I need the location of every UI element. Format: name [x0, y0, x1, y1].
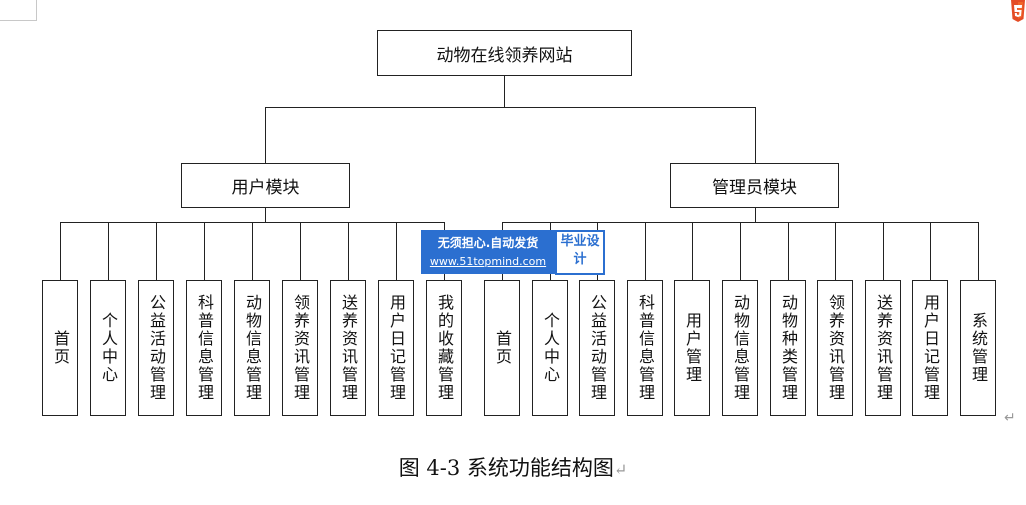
user-module-connector: [265, 107, 267, 163]
admin-drop-line: [740, 222, 742, 280]
user-drop-line: [108, 222, 110, 280]
admin-item-box: 领养资讯管理: [817, 280, 853, 416]
admin-item-box: 系统管理: [960, 280, 996, 416]
admin-item-box: 用户日记管理: [912, 280, 948, 416]
admin-drop-line: [978, 222, 980, 280]
user-item-label: 个人中心: [99, 312, 118, 384]
watermark-url: www.51topmind.com: [429, 255, 547, 268]
admin-module-connector: [755, 107, 757, 163]
user-item-label: 动物信息管理: [243, 294, 262, 402]
watermark-text-panel: 无须担心.自动发货 www.51topmind.com: [421, 230, 555, 274]
user-item-label: 公益活动管理: [147, 294, 166, 402]
user-item-label: 我的收藏管理: [435, 294, 454, 402]
admin-item-label: 科普信息管理: [636, 294, 655, 402]
admin-item-label: 领养资讯管理: [826, 294, 845, 402]
admin-item-label: 公益活动管理: [588, 294, 607, 402]
root-box: 动物在线领养网站: [377, 30, 632, 76]
user-item-box: 送养资讯管理: [330, 280, 366, 416]
user-item-box: 首页: [42, 280, 78, 416]
user-item-box: 领养资讯管理: [282, 280, 318, 416]
user-item-label: 用户日记管理: [387, 294, 406, 402]
watermark-badge: 毕业设计: [555, 230, 605, 275]
watermark-line1: 无须担心.自动发货: [437, 236, 539, 250]
admin-hub-connector: [755, 208, 757, 222]
user-item-box: 动物信息管理: [234, 280, 270, 416]
user-item-box: 科普信息管理: [186, 280, 222, 416]
user-item-label: 首页: [51, 330, 70, 366]
module-bar: [265, 107, 756, 109]
caption-text: 图 4-3 系统功能结构图: [398, 456, 614, 480]
admin-drop-line: [692, 222, 694, 280]
admin-item-label: 用户日记管理: [921, 294, 940, 402]
admin-item-label: 动物种类管理: [779, 294, 798, 402]
admin-drop-line: [883, 222, 885, 280]
user-hub-connector: [265, 208, 267, 222]
admin-item-label: 送养资讯管理: [874, 294, 893, 402]
admin-item-box: 动物种类管理: [770, 280, 806, 416]
user-item-box: 个人中心: [90, 280, 126, 416]
admin-module-box: 管理员模块: [670, 163, 839, 208]
admin-item-box: 科普信息管理: [627, 280, 663, 416]
admin-drop-line: [835, 222, 837, 280]
admin-drop-line: [930, 222, 932, 280]
figure-caption: 图 4-3 系统功能结构图↵: [0, 452, 1026, 482]
user-drop-line: [300, 222, 302, 280]
caption-return-mark: ↵: [613, 460, 628, 479]
user-item-label: 送养资讯管理: [339, 294, 358, 402]
admin-item-box: 个人中心: [532, 280, 568, 416]
user-module-label: 用户模块: [231, 178, 300, 198]
admin-item-label: 用户管理: [683, 312, 702, 384]
html5-logo-icon: [1011, 0, 1025, 22]
user-drop-line: [60, 222, 62, 280]
admin-item-label: 系统管理: [969, 312, 988, 384]
admin-item-box: 公益活动管理: [579, 280, 615, 416]
user-item-box: 用户日记管理: [378, 280, 414, 416]
user-drop-line: [252, 222, 254, 280]
watermark: 无须担心.自动发货 www.51topmind.com 毕业设计: [421, 230, 605, 275]
root-connector: [504, 76, 506, 108]
admin-item-label: 动物信息管理: [731, 294, 750, 402]
return-mark: ↵: [1004, 410, 1016, 426]
root-label: 动物在线领养网站: [436, 45, 573, 66]
user-item-label: 科普信息管理: [195, 294, 214, 402]
user-drop-line: [348, 222, 350, 280]
admin-item-box: 首页: [484, 280, 520, 416]
admin-item-label: 个人中心: [541, 312, 560, 384]
user-module-box: 用户模块: [181, 163, 350, 208]
admin-item-label: 首页: [493, 330, 512, 366]
admin-item-box: 用户管理: [674, 280, 710, 416]
user-drop-line: [204, 222, 206, 280]
user-item-label: 领养资讯管理: [291, 294, 310, 402]
user-drop-line: [396, 222, 398, 280]
user-item-box: 公益活动管理: [138, 280, 174, 416]
admin-item-box: 动物信息管理: [722, 280, 758, 416]
user-drop-line: [156, 222, 158, 280]
user-item-box: 我的收藏管理: [426, 280, 462, 416]
page-corner-mark: [0, 0, 37, 21]
admin-drop-line: [788, 222, 790, 280]
admin-module-label: 管理员模块: [712, 178, 797, 198]
admin-drop-line: [645, 222, 647, 280]
admin-item-box: 送养资讯管理: [865, 280, 901, 416]
